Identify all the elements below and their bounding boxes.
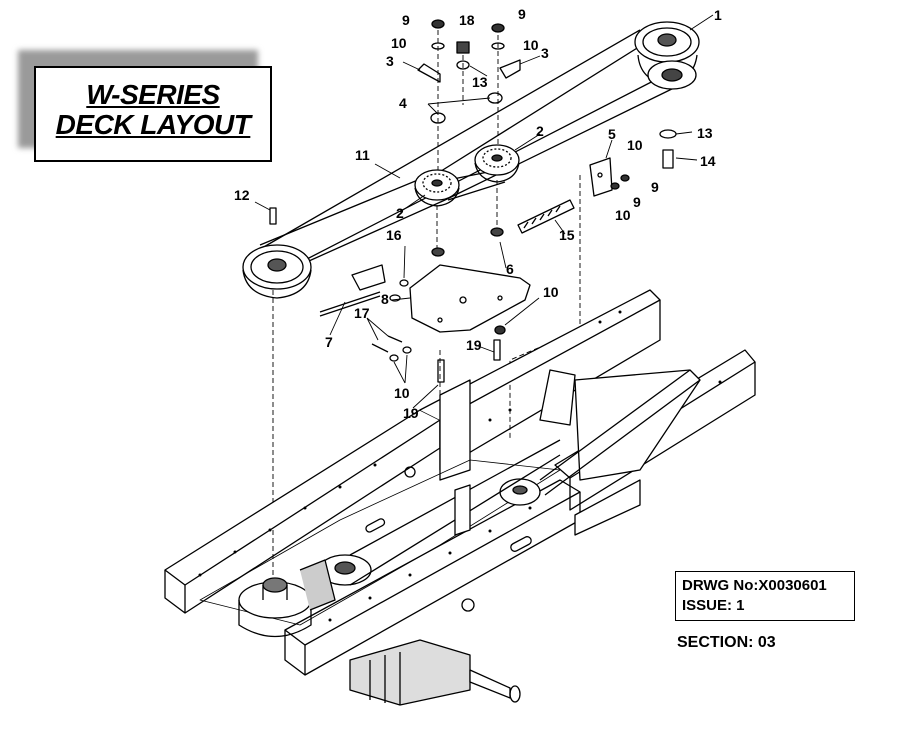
callout-10e: 10 — [543, 284, 559, 300]
callout-19b: 19 — [403, 405, 419, 421]
title-line-1: W-SERIES — [86, 79, 220, 110]
top-hardware — [269, 19, 677, 225]
lower-bolts — [371, 325, 506, 383]
callout-9c: 9 — [651, 179, 659, 195]
callout-11: 11 — [355, 147, 370, 163]
callout-16: 16 — [386, 227, 402, 243]
chassis-frame — [164, 289, 756, 676]
callout-4: 4 — [399, 95, 407, 111]
idler-pulley-left — [414, 169, 460, 207]
callout-12: 12 — [234, 187, 250, 203]
callout-2a: 2 — [536, 123, 544, 139]
transmission-axle — [349, 639, 521, 706]
callout-17: 17 — [354, 305, 370, 321]
tension-spring — [517, 199, 575, 234]
callout-3a: 3 — [386, 53, 394, 69]
callout-13b: 13 — [697, 125, 713, 141]
callout-6: 6 — [506, 261, 514, 277]
idler-arm-plate — [409, 227, 531, 333]
callout-10f: 10 — [394, 385, 410, 401]
idler-pulley-right — [474, 144, 520, 183]
engine-clutch — [238, 484, 471, 638]
callout-18: 18 — [459, 12, 475, 28]
callout-15: 15 — [559, 227, 575, 243]
issue-number: ISSUE: 1 — [682, 597, 745, 614]
section-label: SECTION: 03 — [677, 634, 776, 651]
title-box: W-SERIES DECK LAYOUT — [34, 66, 272, 162]
drive-belt — [259, 29, 681, 279]
callout-10b: 10 — [523, 37, 539, 53]
top-pulley-1 — [634, 21, 700, 90]
callout-14: 14 — [700, 153, 716, 169]
callout-2b: 2 — [396, 205, 404, 221]
callout-9d: 9 — [633, 194, 641, 210]
chassis-pulleys — [318, 369, 701, 586]
callout-7: 7 — [325, 334, 333, 350]
rod-bracket — [319, 264, 409, 317]
callout-1: 1 — [714, 7, 722, 23]
title-line-2: DECK LAYOUT — [55, 109, 251, 140]
callout-8: 8 — [381, 291, 389, 307]
drawing-info-box: DRWG No:X0030601 ISSUE: 1 — [675, 571, 855, 621]
callout-10d: 10 — [615, 207, 631, 223]
drawing-number: DRWG No:X0030601 — [682, 577, 827, 594]
callout-9b: 9 — [518, 6, 526, 22]
left-pulley — [242, 244, 312, 299]
callout-9a: 9 — [402, 12, 410, 28]
callout-5: 5 — [608, 126, 616, 142]
callout-10c: 10 — [627, 137, 643, 153]
callout-labels: 1 2 2 3 3 4 5 6 7 8 9 9 9 9 10 10 10 10 … — [234, 6, 722, 421]
callout-leaders — [254, 14, 714, 409]
callout-13a: 13 — [472, 74, 488, 90]
callout-3b: 3 — [541, 45, 549, 61]
callout-10a: 10 — [391, 35, 407, 51]
callout-19a: 19 — [466, 337, 482, 353]
spring-bracket — [589, 157, 630, 197]
